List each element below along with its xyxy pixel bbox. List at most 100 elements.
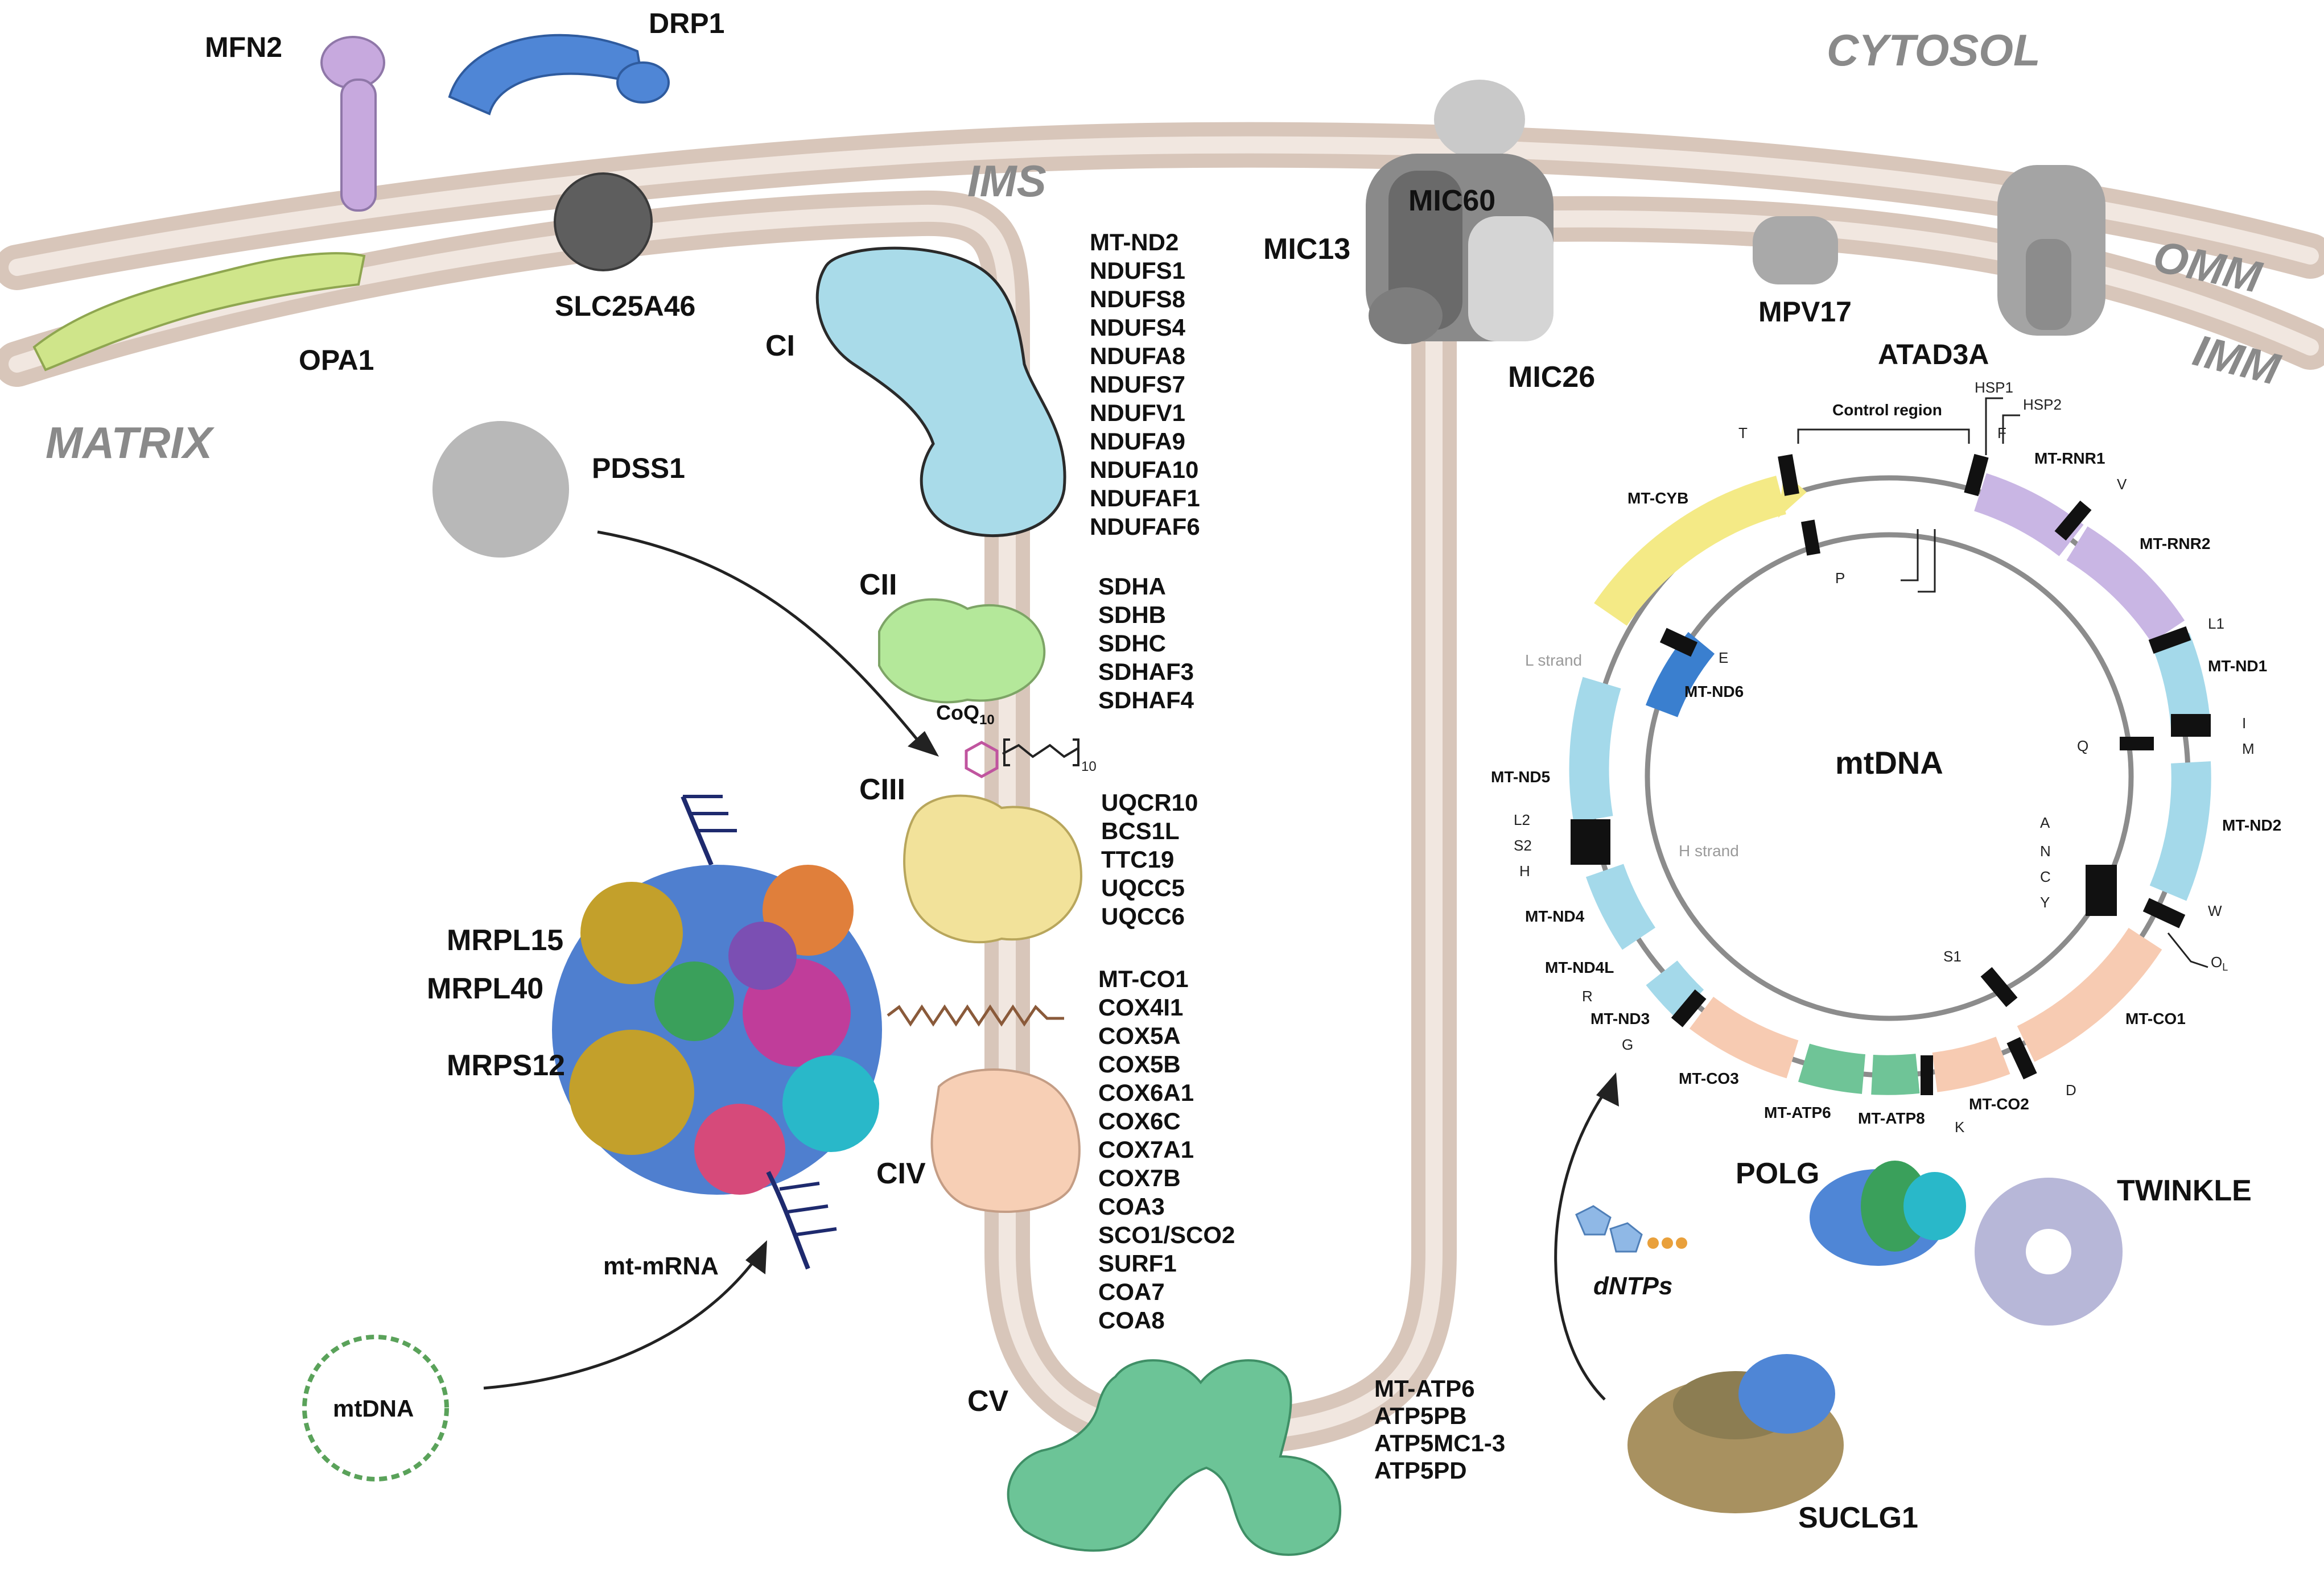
- label-opa1: OPA1: [299, 344, 374, 376]
- complex-i-shape: [815, 246, 1066, 537]
- ci-gene-label: NDUFA10: [1090, 456, 1198, 483]
- micos-complex: [1366, 80, 1554, 344]
- gene-label-nd2: MT-ND2: [2222, 816, 2281, 834]
- gene-cyb-arc: [1594, 476, 1787, 626]
- ci-gene-label: NDUFS7: [1090, 371, 1185, 398]
- label-mic13: MIC13: [1263, 233, 1350, 266]
- nascent-peptide: [887, 1004, 1064, 1027]
- label-ci: CI: [765, 329, 795, 362]
- gene-label-nd4: MT-ND4: [1525, 907, 1585, 925]
- gene-label-atp8: MT-ATP8: [1858, 1109, 1925, 1127]
- region-cytosol: CYTOSOL: [1827, 25, 2041, 75]
- trna-l1: L1: [2208, 615, 2224, 632]
- pdss1-protein: [432, 421, 569, 558]
- label-mrps12: MRPS12: [447, 1049, 565, 1082]
- ol-arrow: [2167, 932, 2208, 968]
- mtdna-center-label: mtDNA: [1835, 745, 1943, 781]
- coq10-molecule: [965, 738, 1079, 778]
- ciii-gene-label: UQCR10: [1101, 789, 1198, 816]
- cv-gene-label: MT-ATP6: [1374, 1375, 1475, 1402]
- complex-ii-shape: [878, 598, 1046, 704]
- civ-gene-label: SURF1: [1098, 1250, 1177, 1277]
- civ-gene-label: COX6A1: [1098, 1079, 1194, 1106]
- label-dntps: dNTPs: [1593, 1272, 1672, 1300]
- region-matrix: MATRIX: [46, 418, 215, 468]
- cv-gene-label: ATP5MC1-3: [1374, 1430, 1505, 1456]
- mfn2-protein: [320, 36, 385, 212]
- twinkle-protein: [1975, 1178, 2123, 1326]
- label-slc25a46: SLC25A46: [555, 290, 695, 322]
- hsp-arrows: [1985, 397, 2020, 455]
- control-region-label: Control region: [1832, 401, 1942, 419]
- trna-d: D: [2066, 1082, 2076, 1099]
- cii-gene-label: SDHB: [1098, 601, 1166, 628]
- suclg1-protein: [1627, 1354, 1844, 1513]
- gene-co3-arc: [1689, 996, 1799, 1079]
- trna-g-bar: [1671, 989, 1707, 1027]
- mtdna-trna-labels: T F V L1 I M W OL A N C Y S1 D K G R L2 …: [1514, 424, 2255, 1136]
- civ-gene-list: MT-CO1COX4I1COX5ACOX5BCOX6A1COX6CCOX7A1C…: [1098, 965, 1235, 1334]
- trna-a: A: [2040, 814, 2050, 831]
- coq-tail-count: 10: [1081, 759, 1097, 774]
- trna-g: G: [1622, 1036, 1633, 1053]
- cii-gene-label: SDHA: [1098, 573, 1166, 600]
- trna-l1-bar: [2148, 626, 2191, 654]
- region-ims: IMS: [967, 156, 1046, 206]
- trna-f-bar: [1964, 453, 1989, 497]
- mtdna-small-circle: [302, 1335, 449, 1481]
- hsp1-label: HSP1: [1975, 379, 2013, 396]
- trna-p: P: [1835, 569, 1845, 587]
- trna-q: Q: [2077, 737, 2088, 754]
- ci-gene-label: NDUFS8: [1090, 286, 1185, 312]
- ci-gene-label: NDUFA8: [1090, 342, 1185, 369]
- ciii-gene-label: BCS1L: [1101, 818, 1180, 844]
- gene-label-rnr1: MT-RNR1: [2034, 449, 2105, 467]
- cii-gene-label: SDHAF3: [1098, 658, 1194, 685]
- cv-gene-label: ATP5PD: [1374, 1457, 1467, 1484]
- trna-v-bar: [2054, 500, 2092, 541]
- label-mt-mrna: mt-mRNA: [603, 1252, 719, 1280]
- complex-v-shape: [1007, 1359, 1341, 1556]
- civ-gene-label: COA8: [1098, 1307, 1165, 1334]
- cii-gene-label: SDHAF4: [1098, 687, 1194, 713]
- ci-gene-label: NDUFV1: [1090, 399, 1185, 426]
- trna-l2: L2: [1514, 811, 1530, 828]
- civ-gene-label: MT-CO1: [1098, 965, 1189, 992]
- gene-nd5-arc: [1569, 676, 1621, 823]
- label-civ: CIV: [876, 1157, 926, 1190]
- opa1-protein: [32, 252, 366, 372]
- mitoribosome: [552, 795, 882, 1270]
- pdss1-to-coq-arrow: [597, 530, 923, 746]
- coq-subscript: 10: [979, 712, 995, 728]
- trna-w: W: [2208, 902, 2222, 919]
- trna-t: T: [1738, 424, 1748, 441]
- gene-label-nd6: MT-ND6: [1684, 683, 1744, 700]
- label-suclg1: SUCLG1: [1798, 1501, 1918, 1534]
- civ-gene-label: COA3: [1098, 1193, 1165, 1220]
- trna-im-bar: [2171, 714, 2211, 737]
- complex-iii-shape: [903, 794, 1083, 944]
- polg-protein: [1810, 1161, 1966, 1266]
- trna-e: E: [1719, 649, 1728, 666]
- gene-label-cyb: MT-CYB: [1627, 489, 1688, 507]
- ci-gene-label: NDUFAF6: [1090, 513, 1200, 540]
- mtdna-gene-map: [1569, 397, 2211, 1095]
- trna-ancy-bar: [2086, 865, 2117, 916]
- control-region-bracket: [1797, 428, 1970, 444]
- trna-y: Y: [2040, 894, 2050, 911]
- gene-label-nd1: MT-ND1: [2208, 657, 2267, 675]
- gene-label-atp6: MT-ATP6: [1764, 1104, 1831, 1121]
- atad3a-protein: [1997, 165, 2105, 336]
- trna-ol-base: O: [2211, 954, 2222, 971]
- mtdna-gene-labels: MT-RNR1 MT-RNR2 MT-ND1 MT-ND2 MT-CO1 MT-…: [1491, 449, 2281, 1127]
- gene-atp8-arc: [1871, 1054, 1920, 1095]
- hsp2-label: HSP2: [2023, 396, 2062, 413]
- label-drp1: DRP1: [649, 7, 724, 39]
- label-mic26: MIC26: [1508, 361, 1595, 394]
- complex-iv-shape: [930, 1068, 1081, 1213]
- label-atad3a: ATAD3A: [1878, 339, 1989, 370]
- trna-c: C: [2040, 868, 2051, 885]
- mpv17-protein: [1753, 216, 1838, 284]
